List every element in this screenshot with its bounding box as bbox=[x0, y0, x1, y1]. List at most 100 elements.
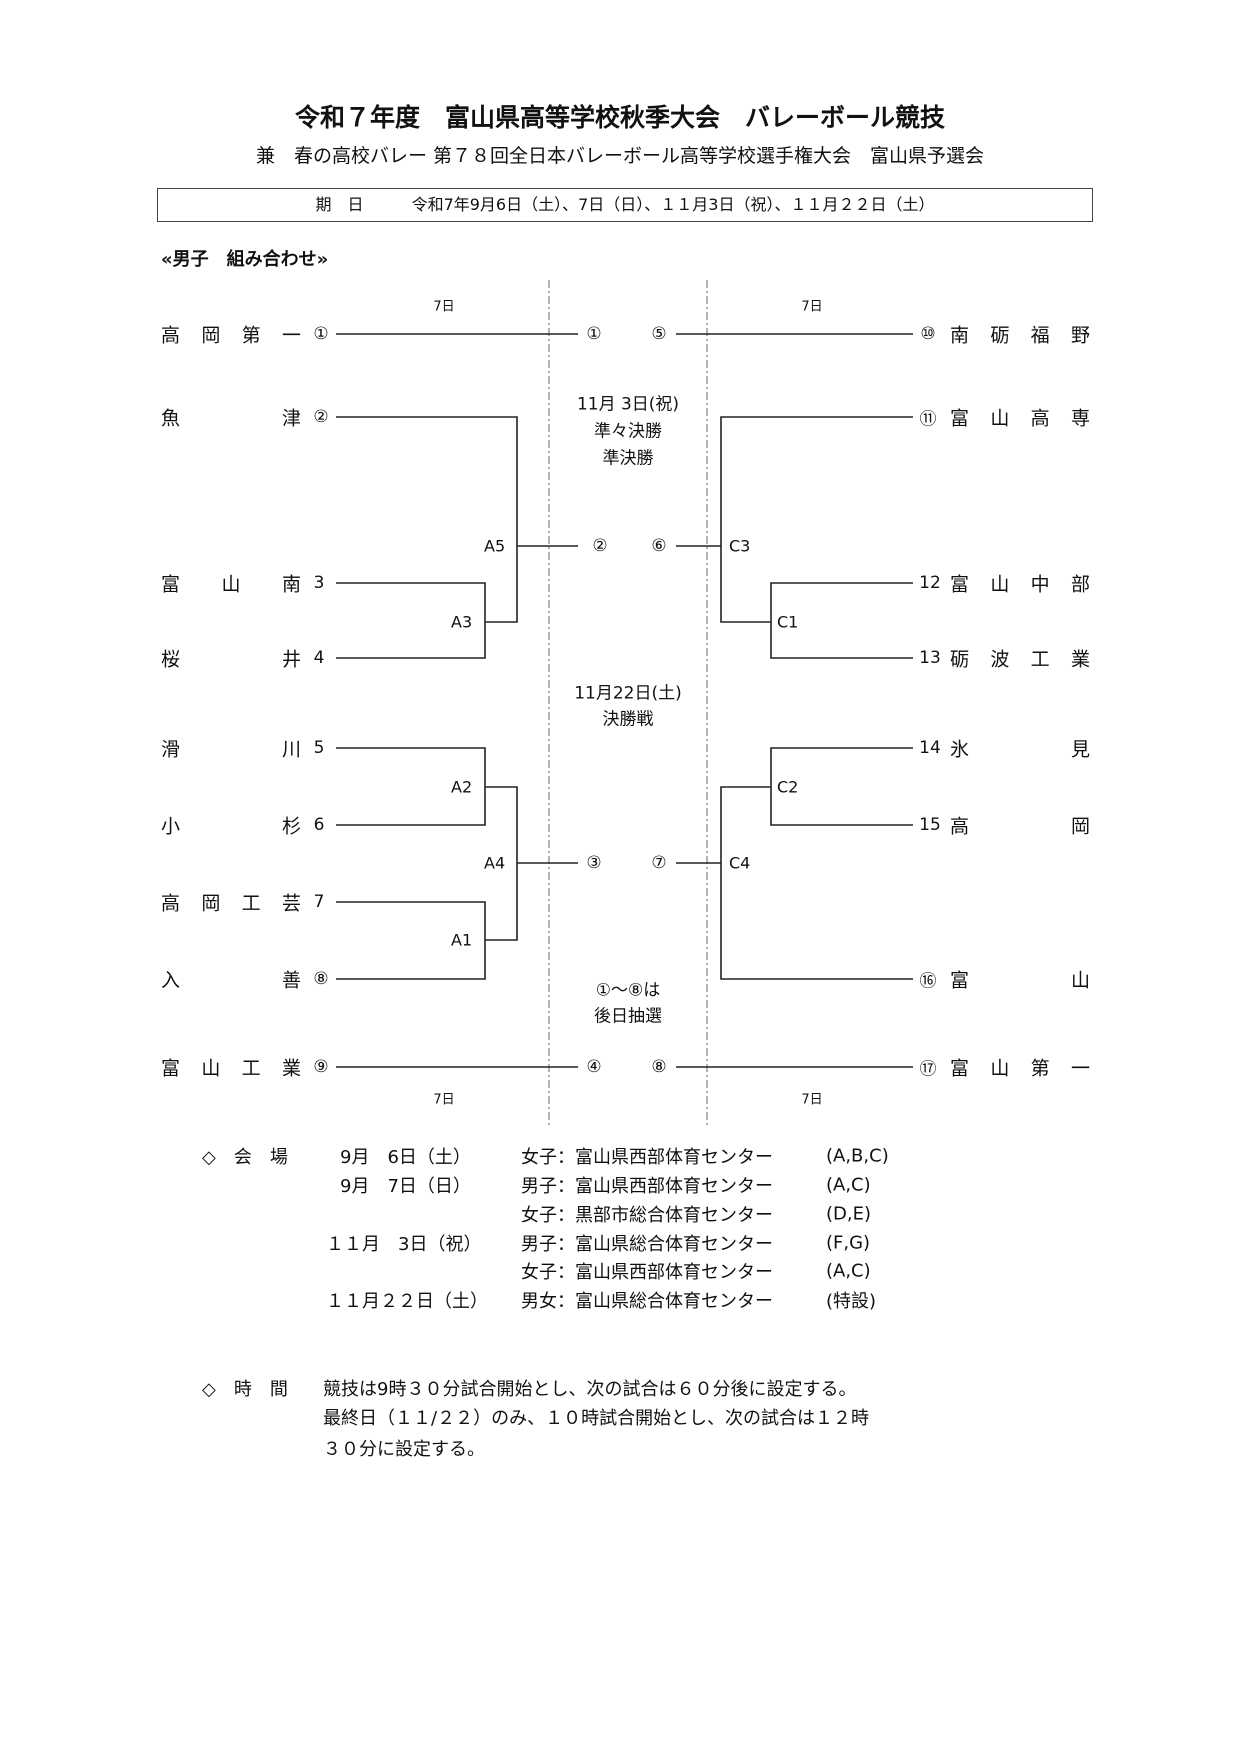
name-char: 山 bbox=[990, 573, 1010, 596]
seed-slot: ③ bbox=[586, 853, 602, 873]
day-label: 7日 bbox=[801, 299, 823, 315]
match-label: A5 bbox=[484, 536, 506, 556]
time-text: 競技は9時３０分試合開始とし、次の試合は６０分後に設定する。 bbox=[323, 1379, 857, 1400]
team-name: 富山第一 bbox=[950, 1054, 1090, 1081]
name-char: 工 bbox=[241, 892, 261, 915]
qf-date: 11月 3日(祝) bbox=[576, 394, 680, 415]
name-char: 高 bbox=[161, 892, 181, 915]
venue-courts: (A,C) bbox=[826, 1260, 871, 1282]
team-number: ⑨ bbox=[313, 1057, 329, 1077]
seed-slot: ⑥ bbox=[651, 536, 667, 556]
team-name: 富山高専 bbox=[950, 404, 1090, 431]
name-char: 善 bbox=[281, 969, 301, 992]
name-char: 氷 bbox=[950, 738, 970, 761]
team-name: 富山中部 bbox=[950, 570, 1090, 597]
team-name: 魚津 bbox=[161, 404, 301, 431]
match-label: C1 bbox=[777, 612, 799, 632]
team-name: 氷見 bbox=[950, 735, 1090, 762]
name-char: 業 bbox=[281, 1057, 301, 1080]
venue-place: 女子：富山県西部体育センター bbox=[521, 1147, 773, 1168]
seed-slot: ⑧ bbox=[651, 1057, 667, 1077]
venue-courts: (A,B,C) bbox=[826, 1145, 889, 1167]
match-label: A2 bbox=[451, 777, 473, 797]
name-char: 富 bbox=[950, 407, 970, 430]
venue-date: １１月 3日（祝） bbox=[326, 1234, 482, 1255]
name-char: 波 bbox=[990, 648, 1010, 671]
venue-date: 9月 7日（日） bbox=[340, 1176, 471, 1197]
venue-courts: (特設) bbox=[826, 1291, 877, 1312]
name-char: 岡 bbox=[201, 324, 221, 347]
team-number: 15 bbox=[919, 815, 941, 835]
name-char: 富 bbox=[161, 573, 181, 596]
name-char: 中 bbox=[1030, 573, 1050, 596]
team-number: ① bbox=[313, 324, 329, 344]
time-text: ３０分に設定する。 bbox=[323, 1439, 485, 1460]
team-name: 南砺福野 bbox=[950, 321, 1090, 348]
team-number: 7 bbox=[313, 892, 325, 912]
name-char: 芸 bbox=[281, 892, 301, 915]
date-label: 期 日 bbox=[315, 195, 364, 214]
name-char: 杉 bbox=[281, 815, 301, 838]
name-char: 滑 bbox=[161, 738, 181, 761]
seed-slot: ④ bbox=[586, 1057, 602, 1077]
team-name: 高岡工芸 bbox=[161, 889, 301, 916]
name-char: 一 bbox=[281, 324, 301, 347]
name-char: 富 bbox=[950, 969, 970, 992]
name-char: 山 bbox=[1070, 969, 1090, 992]
match-label: C4 bbox=[729, 853, 751, 873]
name-char: 高 bbox=[1030, 407, 1050, 430]
team-number: 14 bbox=[919, 738, 941, 758]
venue-place: 男女：富山県総合体育センター bbox=[521, 1291, 773, 1312]
name-char: 入 bbox=[161, 969, 181, 992]
venue-courts: (A,C) bbox=[826, 1174, 871, 1196]
team-number: 4 bbox=[313, 648, 325, 668]
team-number: 13 bbox=[919, 648, 941, 668]
day-label: 7日 bbox=[801, 1092, 823, 1108]
day-label: 7日 bbox=[433, 299, 455, 315]
name-char: 山 bbox=[221, 573, 241, 596]
name-char: 高 bbox=[161, 324, 181, 347]
match-label: C3 bbox=[729, 536, 751, 556]
name-char: 津 bbox=[281, 407, 301, 430]
name-char: 山 bbox=[990, 407, 1010, 430]
name-char: 富 bbox=[161, 1057, 181, 1080]
venue-place: 男子：富山県総合体育センター bbox=[521, 1234, 773, 1255]
team-name: 富山工業 bbox=[161, 1054, 301, 1081]
name-char: 富 bbox=[950, 573, 970, 596]
venue-courts: (F,G) bbox=[826, 1232, 871, 1254]
team-number: 12 bbox=[919, 573, 941, 593]
draw-note: 後日抽選 bbox=[594, 1006, 662, 1027]
name-char: 岡 bbox=[201, 892, 221, 915]
date-value: 令和7年9月6日（土）、7日（日）、１１月3日（祝）、１１月２２日（土） bbox=[411, 195, 935, 214]
name-char: 砺 bbox=[950, 648, 970, 671]
day-label: 7日 bbox=[433, 1092, 455, 1108]
name-char: 山 bbox=[201, 1057, 221, 1080]
name-char: 一 bbox=[1070, 1057, 1090, 1080]
qf-round: 準々決勝 bbox=[594, 421, 662, 442]
match-label: A3 bbox=[451, 612, 473, 632]
team-number: ⑰ bbox=[919, 1059, 937, 1080]
team-name: 高岡 bbox=[950, 812, 1090, 839]
team-name: 高岡第一 bbox=[161, 321, 301, 348]
match-label: A4 bbox=[484, 853, 506, 873]
venue-place: 男子：富山県西部体育センター bbox=[521, 1176, 773, 1197]
venue-courts: (D,E) bbox=[826, 1203, 871, 1225]
name-char: 工 bbox=[241, 1057, 261, 1080]
team-name: 富山 bbox=[950, 966, 1090, 993]
team-name: 富山南 bbox=[161, 570, 301, 597]
name-char: 第 bbox=[1030, 1057, 1050, 1080]
name-char: 魚 bbox=[161, 407, 181, 430]
final-round: 決勝戦 bbox=[602, 709, 654, 730]
team-number: ② bbox=[313, 407, 329, 427]
name-char: 砺 bbox=[990, 324, 1010, 347]
name-char: 工 bbox=[1030, 648, 1050, 671]
name-char: 桜 bbox=[161, 648, 181, 671]
name-char: 川 bbox=[281, 738, 301, 761]
venue-place: 女子：富山県西部体育センター bbox=[521, 1262, 773, 1283]
name-char: 岡 bbox=[1070, 815, 1090, 838]
name-char: 井 bbox=[281, 648, 301, 671]
seed-slot: ⑤ bbox=[651, 324, 667, 344]
name-char: 富 bbox=[950, 1057, 970, 1080]
team-name: 小杉 bbox=[161, 812, 301, 839]
venue-date: 9月 6日（土） bbox=[340, 1147, 471, 1168]
